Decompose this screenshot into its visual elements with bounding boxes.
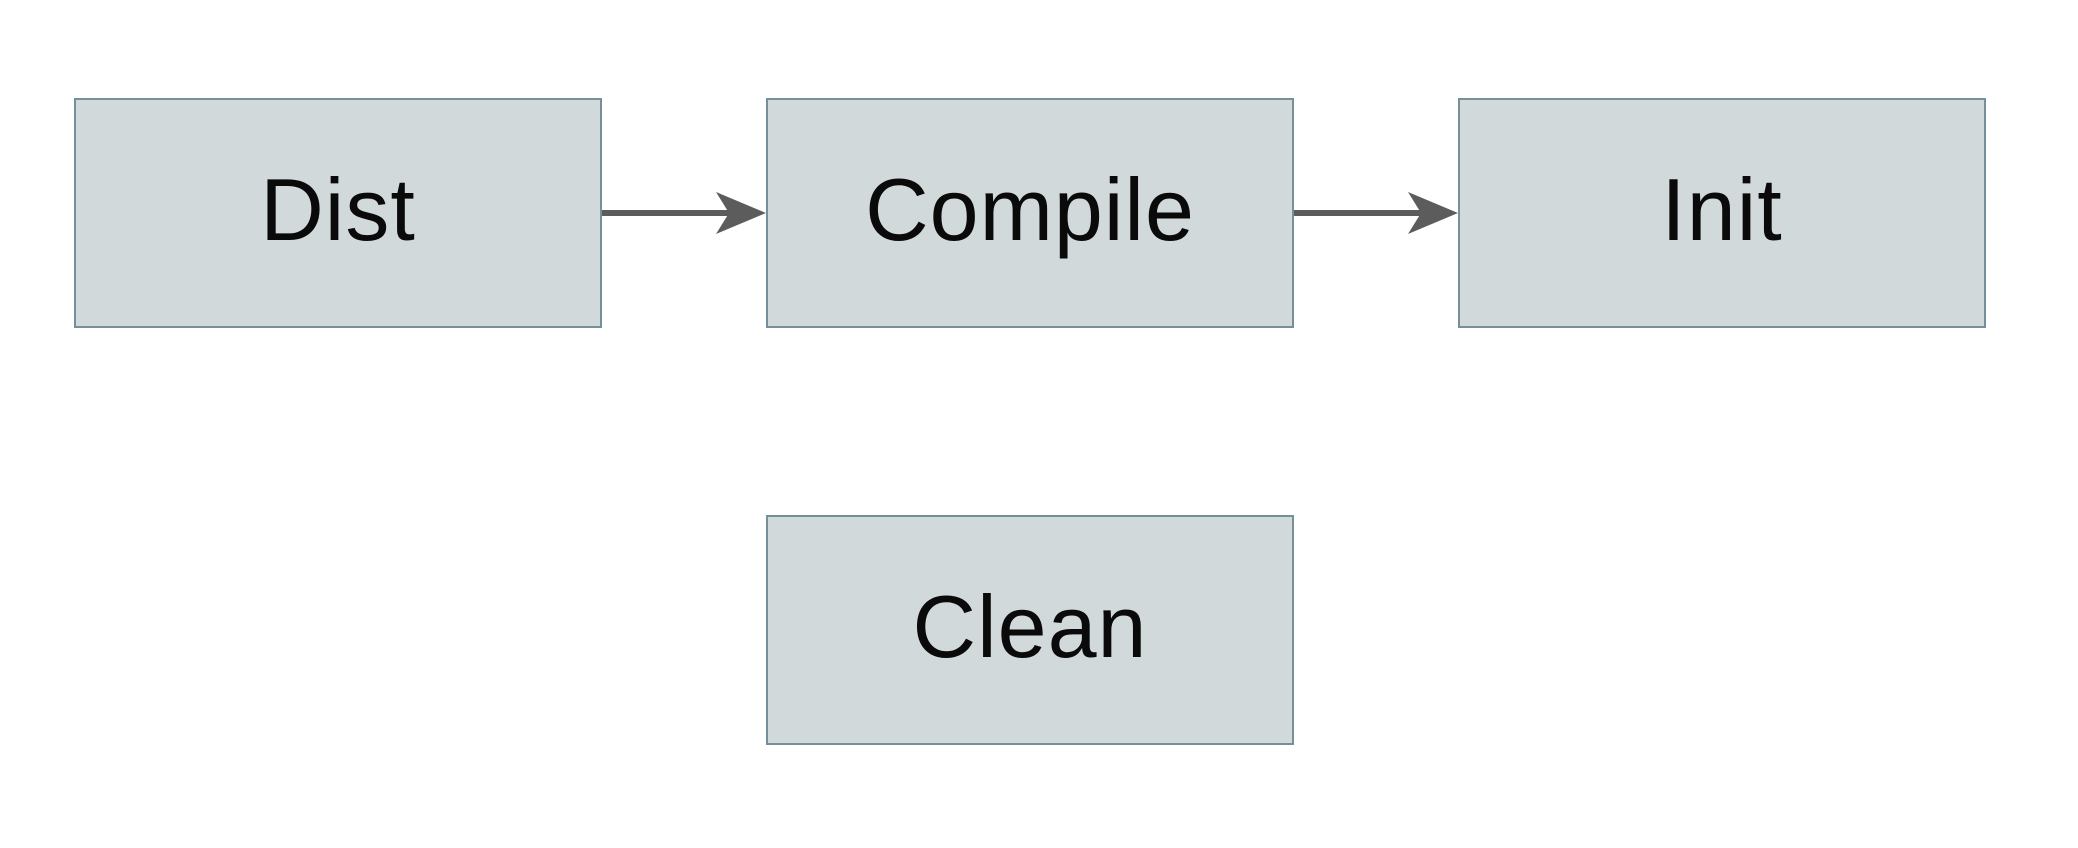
- arrow-dist-to-compile: [602, 192, 766, 234]
- node-compile-label: Compile: [865, 160, 1195, 259]
- node-init-label: Init: [1661, 160, 1783, 259]
- node-init[interactable]: Init: [1458, 98, 1986, 328]
- node-clean[interactable]: Clean: [766, 515, 1294, 745]
- arrow-compile-to-init: [1294, 192, 1458, 234]
- node-dist[interactable]: Dist: [74, 98, 602, 328]
- node-compile[interactable]: Compile: [766, 98, 1294, 328]
- node-clean-label: Clean: [912, 577, 1148, 676]
- node-dist-label: Dist: [260, 160, 416, 259]
